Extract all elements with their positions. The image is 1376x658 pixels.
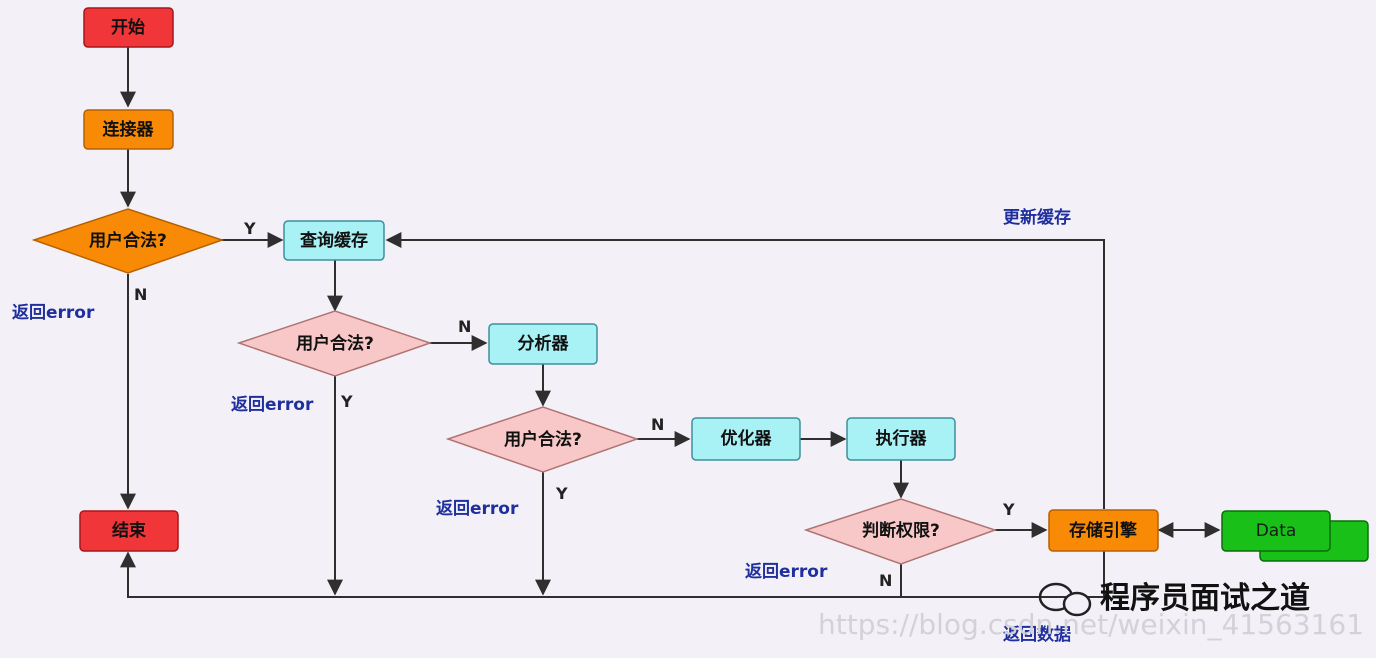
wechat-logo [1038,582,1092,617]
data-node: Data [1221,510,1369,562]
permission-decision: 判断权限? [803,498,998,565]
return-error-label-4: 返回error [745,562,828,582]
auth3-label: 用户合法? [504,429,582,450]
auth1-yes-label: Y [243,219,256,238]
permission-no-label: N [879,571,892,590]
start-label: 开始 [111,17,145,38]
auth1-decision: 用户合法? [31,208,225,274]
auth1-label: 用户合法? [89,230,167,251]
return-error-label-2: 返回error [231,395,314,415]
edges [120,47,1221,598]
executor-node: 执行器 [846,417,956,461]
permission-label: 判断权限? [862,520,940,541]
query-cache-node: 查询缓存 [283,220,385,261]
data-label: Data [1256,521,1297,541]
storage-engine-node: 存储引擎 [1048,509,1159,552]
auth3-yes-label: Y [555,484,568,503]
auth2-yes-label: Y [340,392,353,411]
connector-label: 连接器 [103,119,155,140]
permission-yes-label: Y [1002,500,1015,519]
site-watermark: https://blog.csdn.net/weixin_41563161 [818,608,1364,641]
auth2-decision: 用户合法? [236,310,433,377]
return-error-label-1: 返回error [12,303,95,323]
storage-engine-label: 存储引擎 [1069,520,1138,541]
return-error-label-3: 返回error [436,499,519,519]
connector-node: 连接器 [83,109,174,150]
auth3-no-label: N [651,415,664,434]
optimizer-node: 优化器 [691,417,801,461]
analyzer-label: 分析器 [518,333,570,354]
return-data-label: 返回数据 [1003,624,1071,645]
end-label: 结束 [112,520,146,541]
edge-storage-updatecache [385,232,1105,509]
edge-return-end [120,551,1105,598]
auth2-no-label: N [458,317,471,336]
end-node: 结束 [79,510,179,552]
auth2-label: 用户合法? [296,333,374,354]
query-cache-label: 查询缓存 [299,230,368,251]
analyzer-node: 分析器 [488,323,598,365]
brand-watermark: 程序员面试之道 [1100,581,1310,616]
update-cache-label: 更新缓存 [1003,207,1071,228]
auth1-no-label: N [134,285,147,304]
start-node: 开始 [83,7,174,48]
optimizer-label: 优化器 [721,428,773,449]
executor-label: 执行器 [876,428,928,449]
auth3-decision: 用户合法? [445,406,640,473]
